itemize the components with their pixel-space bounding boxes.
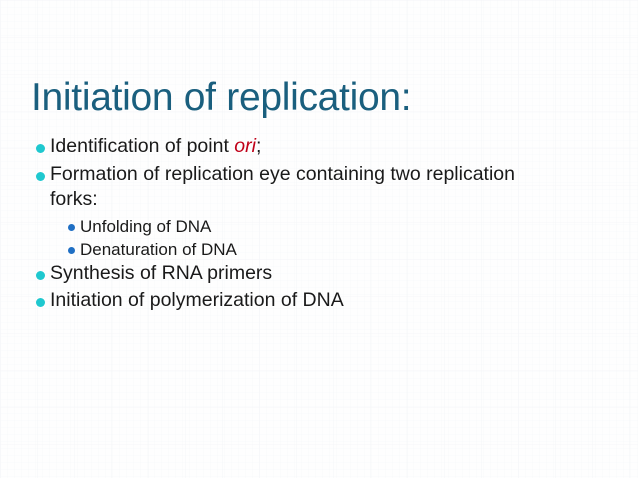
list-item-text: Identification of point ori;	[50, 134, 261, 160]
list-item-text: Formation of replication eye containing …	[50, 162, 516, 211]
sub-list-item: Unfolding of DNA	[60, 215, 590, 238]
list-item-text-after: ;	[255, 135, 262, 157]
list-item: Synthesis of RNA primers	[30, 261, 590, 287]
list-item: Identification of point ori;	[30, 134, 590, 160]
bullet-dot-icon	[30, 134, 50, 153]
sub-bullet-dot-icon	[60, 215, 80, 231]
list-item: Initiation of polymerization of DNA	[30, 288, 590, 314]
sub-list-item-text: Unfolding of DNA	[80, 216, 212, 236]
slide-title: Initiation of replication:	[31, 76, 412, 119]
list-item: Formation of replication eye containing …	[30, 162, 590, 213]
list-item-text: Synthesis of RNA primers	[50, 261, 273, 284]
sub-list-item: Denaturation of DNA	[60, 238, 590, 261]
sub-bullet-dot-icon	[60, 238, 80, 254]
bullet-list: Identification of point ori; Formation o…	[30, 134, 590, 316]
bullet-dot-icon	[30, 261, 50, 280]
sub-list-item-text: Denaturation of DNA	[80, 239, 237, 259]
emphasis-ori: ori	[234, 135, 256, 157]
list-item-text-before: Identification of point	[50, 135, 235, 157]
list-item-text: Initiation of polymerization of DNA	[50, 289, 344, 311]
bullet-dot-icon	[30, 288, 50, 307]
bullet-dot-icon	[30, 162, 50, 181]
